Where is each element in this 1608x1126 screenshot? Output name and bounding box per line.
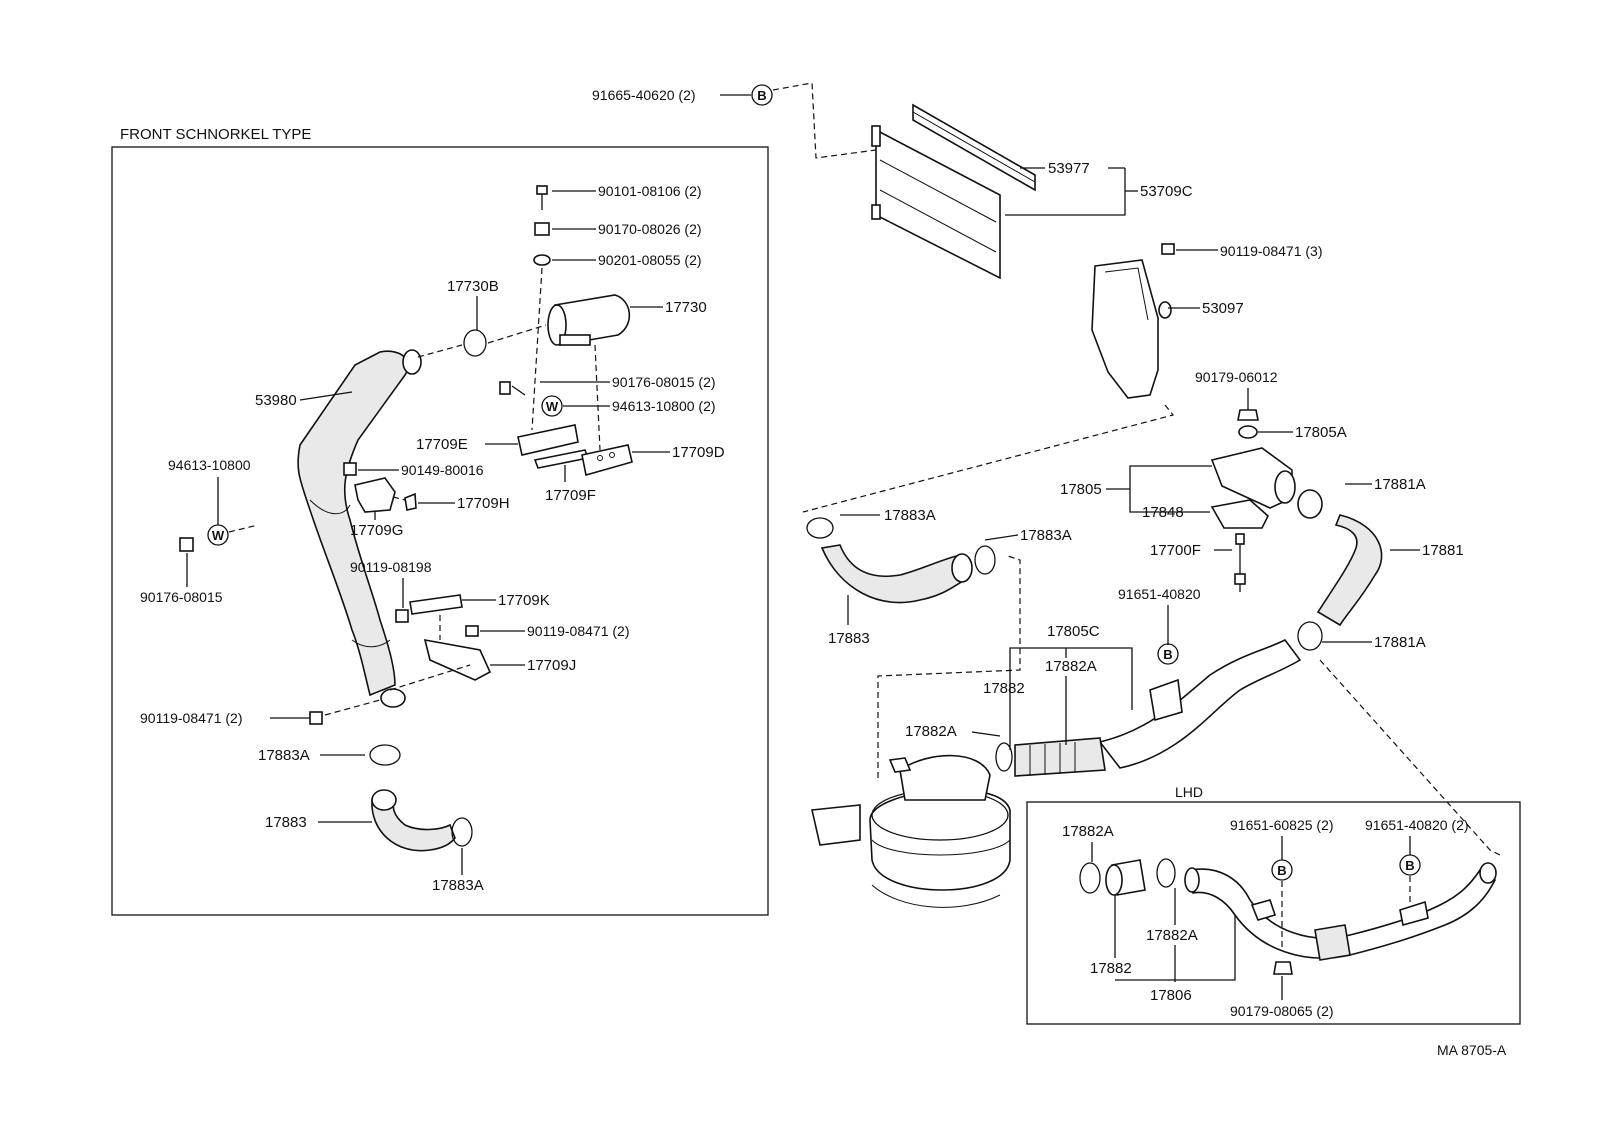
label-17709e: 17709E [416, 436, 468, 453]
label-17709k: 17709K [498, 592, 550, 609]
clamp-17883a-l1 [369, 744, 401, 766]
symbol-w-mid: W [541, 395, 563, 417]
label-17883a-r1: 17883A [884, 507, 936, 524]
label-17700f: 17700F [1150, 542, 1201, 559]
lhd-frame [1026, 801, 1521, 1025]
label-90201-08055: 90201-08055 (2) [598, 252, 702, 268]
label-90119-08198: 90119-08198 [350, 559, 432, 575]
label-17806: 17806 [1150, 987, 1192, 1004]
label-17730: 17730 [665, 299, 707, 316]
label-90101-08106: 90101-08106 (2) [598, 183, 702, 199]
label-90119-08471-2b: 90119-08471 (2) [140, 710, 242, 726]
hose-17881 [1316, 514, 1383, 627]
clamp-17730b [463, 329, 487, 357]
front-schnorkel-frame [111, 146, 769, 916]
label-90179-08065: 90179-08065 (2) [1230, 1003, 1334, 1019]
svg-text:B: B [1163, 647, 1172, 662]
bracket-17709f [533, 449, 590, 469]
label-90119-08471-3: 90119-08471 (3) [1220, 243, 1322, 259]
label-17709g: 17709G [350, 522, 403, 539]
clamp-17883a-r2 [974, 545, 996, 575]
bracket-plate-53709c [871, 103, 1036, 280]
label-17883a-r2: 17883A [1020, 527, 1072, 544]
bracket-17709g [354, 477, 396, 513]
clamp-17881a-top [1297, 489, 1323, 519]
connector-17805 [1210, 447, 1296, 509]
label-94613-10800: 94613-10800 [168, 457, 251, 473]
symbol-b-top: B [751, 84, 773, 106]
label-91651-60825: 91651-60825 (2) [1230, 817, 1334, 833]
svg-text:W: W [546, 399, 559, 414]
label-53977: 53977 [1048, 160, 1090, 177]
svg-text:B: B [757, 88, 766, 103]
label-91651-40820: 91651-40820 [1118, 586, 1201, 602]
label-17709j: 17709J [527, 657, 576, 674]
air-inlet-53097 [1091, 259, 1172, 399]
figure-code: MA 8705-A [1437, 1042, 1507, 1058]
hose-17883-r [820, 544, 966, 604]
symbol-b-mid: B [1157, 643, 1179, 665]
hose-17883-l [371, 799, 456, 852]
label-17730b: 17730B [447, 278, 499, 295]
label-90170-08026: 90170-08026 (2) [598, 221, 702, 237]
label-17882a-lhd1: 17882A [1062, 823, 1114, 840]
bolt-17700f [1234, 533, 1246, 592]
label-17881: 17881 [1422, 542, 1464, 559]
label-17805a: 17805A [1295, 424, 1347, 441]
label-17709f: 17709F [545, 487, 596, 504]
label-17709d: 17709D [672, 444, 725, 461]
label-17848: 17848 [1142, 504, 1184, 521]
label-91651-40820-2: 91651-40820 (2) [1365, 817, 1469, 833]
section-title: FRONT SCHNORKEL TYPE [120, 126, 311, 143]
symbol-b-lhd2: B [1399, 854, 1421, 876]
label-17883-l: 17883 [265, 814, 307, 831]
air-intake-pipe [1014, 638, 1302, 777]
resonator-17730 [547, 294, 631, 346]
label-94613-10800-2: 94613-10800 (2) [612, 398, 716, 414]
label-17881a-top: 17881A [1374, 476, 1426, 493]
label-17709h: 17709H [457, 495, 510, 512]
clamp-17882a-lhd [1079, 862, 1101, 894]
symbol-b-lhd1: B [1271, 859, 1293, 881]
label-17882a-left: 17882A [905, 723, 957, 740]
air-cleaner [811, 754, 1011, 908]
nut-90176-08015 [179, 537, 194, 552]
label-91665-40620: 91665-40620 (2) [592, 87, 696, 103]
label-90119-08471-2a: 90119-08471 (2) [527, 623, 629, 639]
bracket-17709e [517, 424, 579, 456]
label-17805: 17805 [1060, 481, 1102, 498]
snorkel-53980 [297, 349, 422, 708]
svg-text:B: B [1277, 863, 1286, 878]
label-17805c: 17805C [1047, 623, 1100, 640]
label-17882-lhd: 17882 [1090, 960, 1132, 977]
label-17882a-lhd2: 17882A [1146, 927, 1198, 944]
gasket-17848 [1210, 499, 1269, 529]
bracket-17709d [581, 444, 633, 477]
label-53709c: 53709C [1140, 183, 1193, 200]
label-17882-main: 17882 [983, 680, 1025, 697]
label-17883a-l1: 17883A [258, 747, 310, 764]
label-90176-08015: 90176-08015 [140, 589, 223, 605]
label-90179-06012: 90179-06012 [1195, 369, 1278, 385]
lhd-title: LHD [1175, 784, 1203, 800]
label-17883-r: 17883 [828, 630, 870, 647]
label-53097: 53097 [1202, 300, 1244, 317]
label-17882a-mid: 17882A [1045, 658, 1097, 675]
clamp-17883a-r1 [806, 517, 834, 539]
svg-text:W: W [212, 528, 225, 543]
label-17881a-mid: 17881A [1374, 634, 1426, 651]
clamp-17883a-l2 [451, 817, 473, 847]
symbol-w-left: W [207, 524, 229, 546]
bracket-17709k [409, 594, 463, 615]
label-53980: 53980 [255, 392, 297, 409]
label-17883a-l2: 17883A [432, 877, 484, 894]
label-90176-08015-2: 90176-08015 (2) [612, 374, 716, 390]
connector-17882-lhd [1105, 859, 1146, 896]
bracket-17709j [423, 638, 492, 681]
svg-text:B: B [1405, 858, 1414, 873]
label-90149-80016: 90149-80016 [401, 462, 484, 478]
lhd-intake-pipe [1184, 862, 1497, 961]
clamp-17881a-mid [1297, 621, 1323, 651]
